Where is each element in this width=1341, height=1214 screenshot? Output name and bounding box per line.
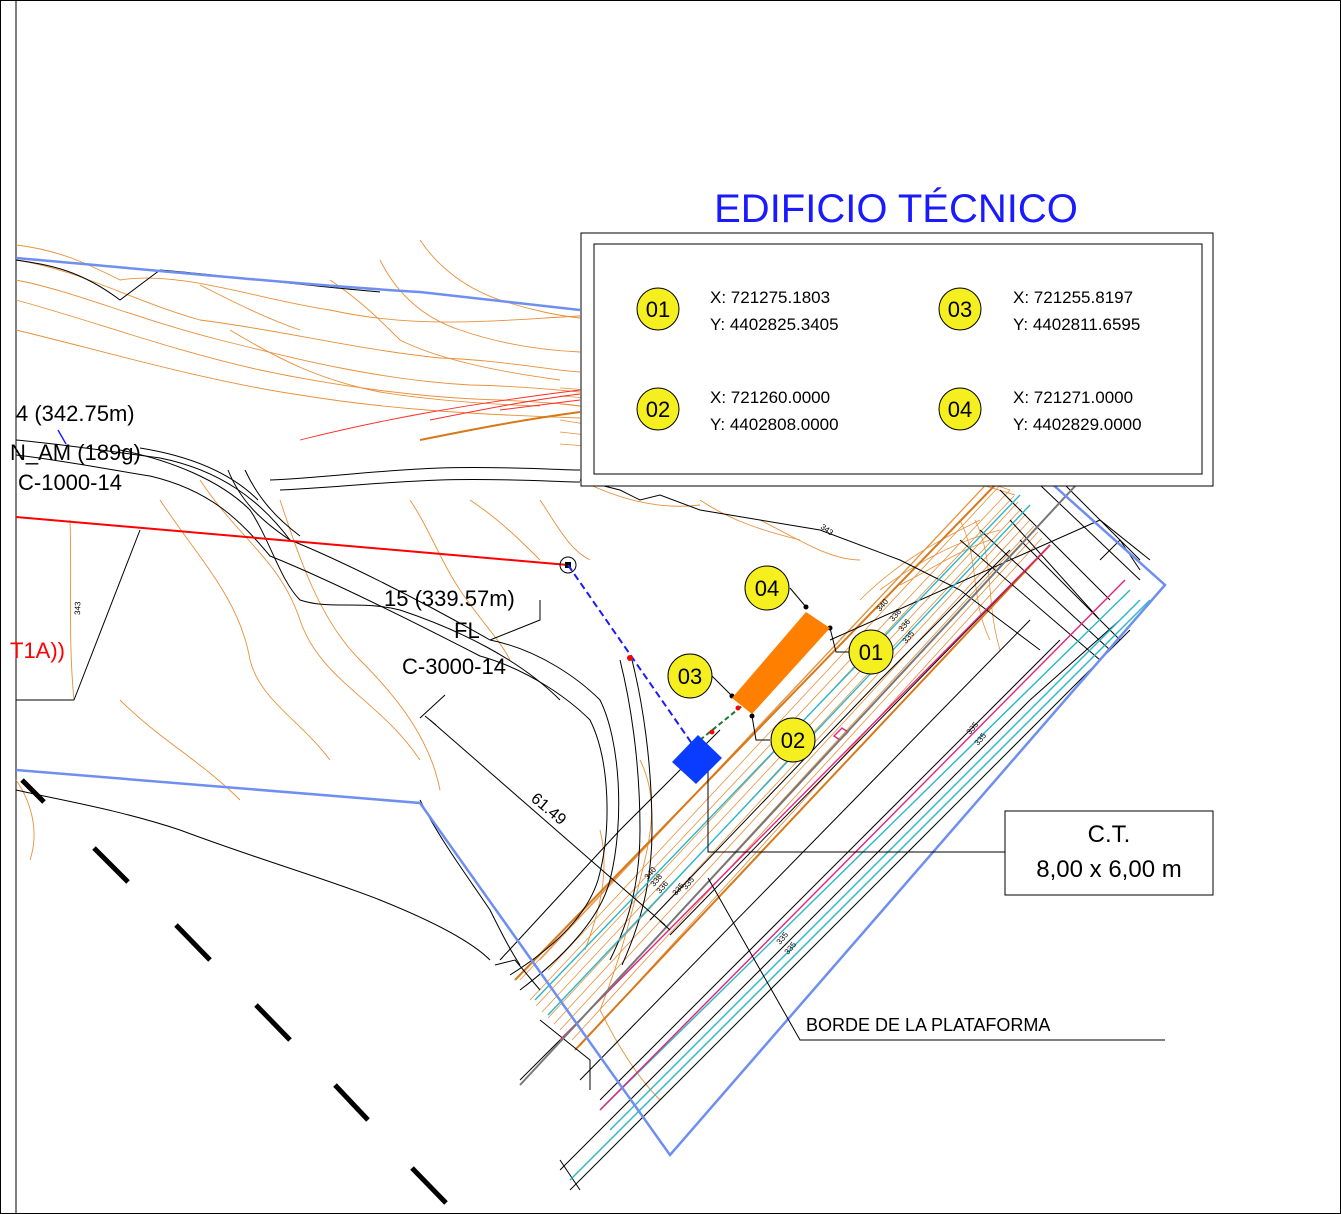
point-14-code: C-1000-14: [18, 470, 122, 495]
contour-label-343-left: 343: [73, 601, 82, 615]
coord-entry-04: 04 X: 721271.0000 Y: 4402829.0000: [938, 387, 1142, 434]
ct-box: [672, 735, 722, 784]
coord-id-04: 04: [948, 397, 972, 422]
page-title: EDIFICIO TÉCNICO: [714, 186, 1078, 231]
platform-edge-label: BORDE DE LA PLATAFORMA: [806, 1015, 1050, 1035]
coord-x-02: X: 721260.0000: [710, 388, 830, 407]
red-node-3: [735, 705, 741, 711]
svg-text:01: 01: [859, 640, 883, 665]
coord-y-03: Y: 4402811.6595: [1013, 315, 1140, 334]
marker-02: 02: [770, 717, 816, 763]
coord-x-03: X: 721255.8197: [1013, 288, 1133, 307]
point-15-elevation: 15 (339.57m): [384, 586, 515, 611]
point-14-name: N_AM (189g): [10, 440, 141, 465]
ct-label-box: C.T. 8,00 x 6,00 m: [1004, 810, 1214, 896]
coord-id-02: 02: [646, 397, 670, 422]
blue-tick: [57, 429, 67, 445]
green-dashed-link: [699, 705, 743, 741]
boundary-polygons: [15, 256, 1167, 1158]
coord-y-04: Y: 4402829.0000: [1013, 415, 1142, 434]
red-contours: [299, 389, 581, 441]
point-15-code: C-3000-14: [402, 654, 506, 679]
marker-03: 03: [667, 653, 713, 699]
contour-lines: [15, 239, 861, 1101]
point-14-elevation: 4 (342.75m): [16, 401, 135, 426]
coord-entry-01: 01 X: 721275.1803 Y: 4402825.3405: [636, 287, 839, 334]
dashed-road: [20, 778, 448, 1205]
red-node: [627, 655, 633, 661]
point-02-dot: [749, 713, 755, 719]
red-alignment-label: T1A)): [10, 638, 65, 663]
road-edges: [15, 259, 1151, 1191]
technical-building: [732, 612, 830, 714]
coord-entry-03: 03 X: 721255.8197 Y: 4402811.6595: [938, 287, 1140, 334]
coord-y-02: Y: 4402808.0000: [710, 415, 839, 434]
point-04-dot: [803, 604, 809, 610]
point-15-name: FL: [454, 618, 480, 643]
map-markers: 04 01 03 02: [667, 565, 894, 763]
coord-y-01: Y: 4402825.3405: [710, 315, 839, 334]
ct-title: C.T.: [1088, 821, 1131, 848]
svg-text:02: 02: [781, 728, 805, 753]
point-labels: 4 (342.75m) N_AM (189g) C-1000-14 15 (33…: [10, 401, 515, 679]
svg-text:04: 04: [755, 576, 779, 601]
dimension-line: [419, 694, 671, 931]
coordinates-table: 01 X: 721275.1803 Y: 4402825.3405 03 X: …: [580, 232, 1214, 487]
coord-entry-02: 02 X: 721260.0000 Y: 4402808.0000: [636, 387, 839, 434]
marker-04: 04: [744, 565, 790, 611]
marker-01: 01: [848, 629, 894, 675]
coord-id-01: 01: [646, 297, 670, 322]
coord-x-04: X: 721271.0000: [1013, 388, 1133, 407]
coord-id-03: 03: [948, 297, 972, 322]
leader-lines: [16, 529, 1165, 1041]
road-axis: [519, 469, 1091, 1086]
red-node-2: [709, 729, 715, 735]
embankment-edges: [419, 411, 1051, 1051]
coord-x-01: X: 721275.1803: [710, 288, 830, 307]
ct-size: 8,00 x 6,00 m: [1036, 856, 1181, 883]
svg-text:03: 03: [678, 664, 702, 689]
